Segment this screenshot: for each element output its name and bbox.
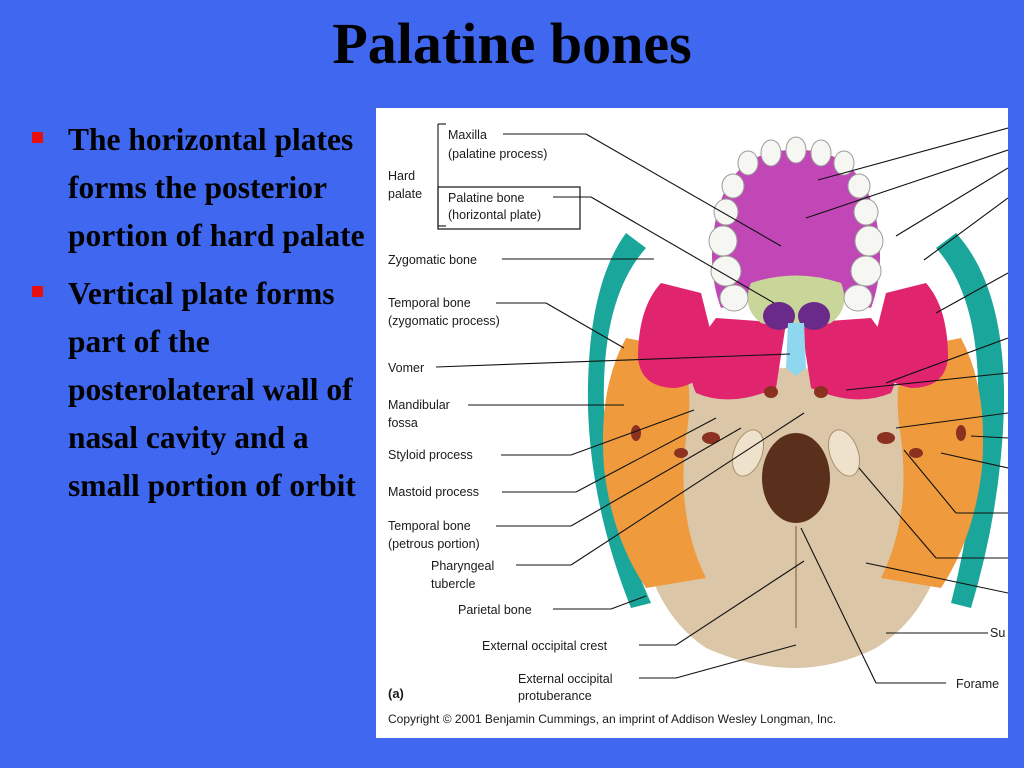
foramen-magnum-shape [762, 433, 830, 523]
label-temporal-zygomatic: Temporal bone [388, 296, 471, 310]
label-mandibular: Mandibular [388, 398, 450, 412]
palatine-highlight-box [437, 186, 581, 230]
label-right-forame: Forame [956, 677, 999, 691]
sphenoid-right-shape [801, 318, 896, 400]
label-temporal-petrous: Temporal bone [388, 519, 471, 533]
label-vomer: Vomer [388, 361, 424, 375]
temporal-bone-left-shape [602, 338, 706, 588]
teeth-group [708, 136, 884, 312]
label-ext-occipital-crest: External occipital crest [482, 639, 608, 653]
parietal-bone-right-shape [936, 233, 1005, 608]
occipital-condyle-right-shape [827, 429, 861, 477]
temporal-bone-right-shape [881, 338, 984, 588]
parietal-bone-left-shape [587, 233, 651, 608]
occipital-condyle-left-shape [731, 429, 765, 477]
label-temporal-zygomatic-sub: (zygomatic process) [388, 314, 500, 328]
choana-left-shape [763, 302, 795, 330]
label-parietal: Parietal bone [458, 603, 532, 617]
bullet-text: Vertical plate forms part of the postero… [68, 276, 356, 503]
label-ext-occipital-prot-sub: protuberance [518, 689, 592, 703]
slide-title: Palatine bones [332, 11, 692, 76]
label-zygomatic: Zygomatic bone [388, 253, 477, 267]
panel-letter: (a) [388, 686, 404, 701]
label-maxilla-sub: (palatine process) [448, 147, 547, 161]
label-temporal-petrous-sub: (petrous portion) [388, 537, 480, 551]
label-styloid: Styloid process [388, 448, 473, 462]
sphenoid-left-shape [691, 318, 786, 400]
hard-palate-label-line2: palate [388, 187, 422, 201]
choana-right-shape [798, 302, 830, 330]
copyright-text: Copyright © 2001 Benjamin Cummings, an i… [388, 712, 836, 726]
bullet-list: The horizontal plates forms the posterio… [28, 116, 373, 520]
bullet-item: The horizontal plates forms the posterio… [28, 116, 373, 260]
hard-palate-label-line1: Hard [388, 169, 415, 183]
label-right-su: Su [990, 626, 1005, 640]
label-mastoid: Mastoid process [388, 485, 479, 499]
maxilla-palatine-process-shape [712, 149, 880, 308]
leader-lines [435, 127, 1008, 684]
label-pharyngeal: Pharyngeal [431, 559, 494, 573]
bullet-item: Vertical plate forms part of the postero… [28, 270, 373, 510]
skull-diagram: Hard palate Maxilla (palatine process) P… [376, 108, 1008, 738]
bullet-square-icon [32, 286, 43, 297]
foramina-group [631, 386, 966, 458]
label-palatine-sub: (horizontal plate) [448, 208, 541, 222]
label-pharyngeal-sub: tubercle [431, 577, 476, 591]
label-maxilla: Maxilla [448, 128, 487, 142]
label-mandibular-sub: fossa [388, 416, 418, 430]
bullet-text: The horizontal plates forms the posterio… [68, 122, 365, 253]
palatine-horizontal-plate-shape [747, 275, 845, 328]
bullet-square-icon [32, 132, 43, 143]
label-palatine: Palatine bone [448, 191, 525, 205]
skull-inferior-view-illustration: Hard palate Maxilla (palatine process) P… [388, 123, 1008, 726]
hard-palate-bracket [437, 123, 446, 227]
vomer-shape [786, 323, 806, 376]
label-ext-occipital-prot: External occipital [518, 672, 613, 686]
